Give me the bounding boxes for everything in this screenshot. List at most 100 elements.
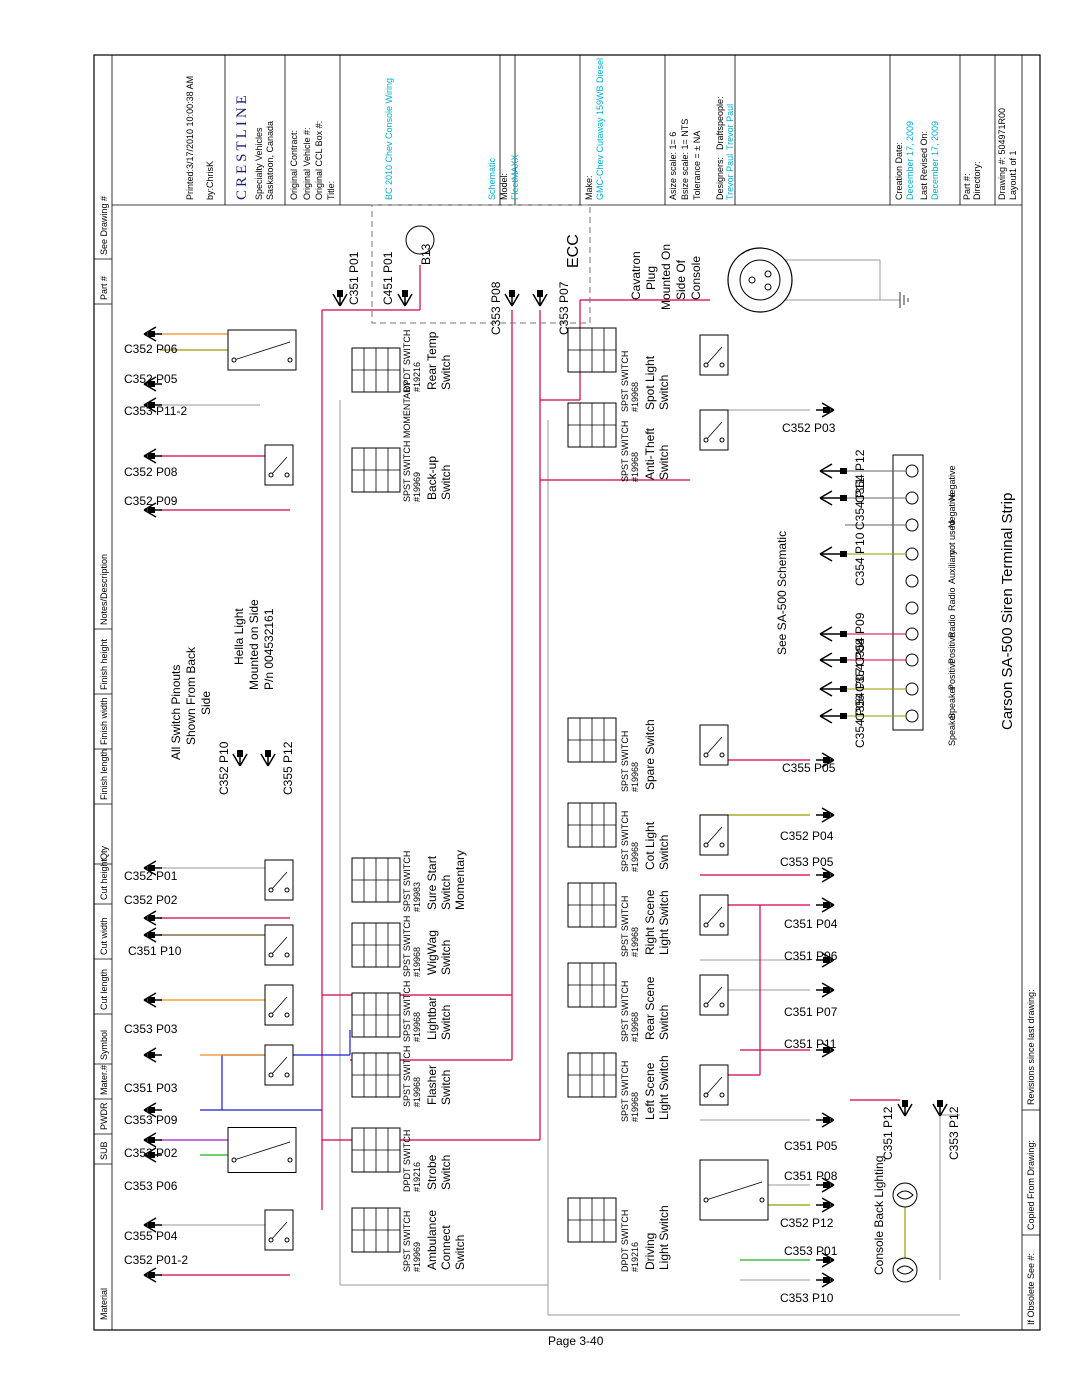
connector-label: C354 P08 bbox=[853, 638, 867, 692]
crestline-logo: CRESTLINE bbox=[234, 92, 250, 200]
siren-terminal bbox=[905, 653, 919, 667]
siren-terminal bbox=[905, 601, 919, 615]
make-value: GMC-Chev Cutaway 159WB Diesel bbox=[595, 58, 605, 200]
switch-part: #19968 bbox=[412, 1012, 422, 1042]
connector: C354 P07 bbox=[819, 667, 867, 721]
cavatron-2: Plug bbox=[644, 266, 658, 290]
switch-name: Anti-Theft bbox=[643, 427, 657, 480]
switch-name: Rear Temp bbox=[425, 331, 439, 390]
part-no-label: Part #: bbox=[962, 173, 972, 200]
connector-label: C351 P07 bbox=[784, 1005, 838, 1019]
switch-name: Driving bbox=[643, 1233, 657, 1270]
original-vehicle: Original Vehicle #: bbox=[302, 127, 312, 200]
connector-label: C353 P08 bbox=[489, 281, 503, 335]
asize-scale: Asize scale: 1= 6 bbox=[668, 132, 678, 200]
connector: C355 P05 bbox=[782, 752, 836, 775]
material-label: Material bbox=[99, 1288, 109, 1320]
directory-label: Directory: bbox=[972, 161, 982, 200]
connector-label: C352 P10 bbox=[217, 741, 231, 795]
cavatron-plug bbox=[727, 247, 909, 313]
connector: C354 P10 bbox=[819, 532, 867, 586]
connector: C351 P07 bbox=[784, 982, 838, 1019]
connector-label: C351 P01 bbox=[347, 251, 361, 305]
switch-name: Cot Light bbox=[643, 821, 657, 870]
draft-name: Trevor Paul bbox=[725, 104, 735, 150]
siren-terminal-label: Speaker bbox=[947, 712, 957, 746]
left-bar-column: Cut length bbox=[99, 969, 109, 1010]
connector-label: C353 P06 bbox=[124, 1179, 178, 1193]
connector: C352 P01 bbox=[124, 860, 178, 883]
connector-label: C354 P06 bbox=[853, 694, 867, 748]
hella-note-2: Mounted on Side bbox=[247, 599, 261, 690]
switch-part: #19968 bbox=[630, 927, 640, 957]
switch-type: DPDT SWITCH bbox=[402, 1130, 412, 1192]
connector-label: C352 P01-2 bbox=[124, 1253, 188, 1267]
switch-symbol bbox=[699, 724, 729, 766]
left-bar-column: Finish length bbox=[99, 749, 109, 800]
original-contract: Original Contract: bbox=[289, 130, 299, 200]
connector-label: C352 P02 bbox=[124, 893, 178, 907]
siren-terminal bbox=[905, 464, 919, 478]
switch-symbol bbox=[699, 1159, 769, 1221]
obsolete-label: If Obsolete See #: bbox=[1026, 1253, 1036, 1325]
switch-name: WigWag bbox=[425, 930, 439, 975]
connector: C353 P01 bbox=[784, 1244, 838, 1268]
cavatron-1: Cavatron bbox=[629, 251, 643, 300]
siren-terminal bbox=[905, 547, 919, 561]
left-bar-column: Finish height bbox=[99, 638, 109, 690]
switch-name: Switch bbox=[439, 355, 453, 390]
connector: C353 P07 bbox=[532, 281, 571, 335]
switch-part: #19968 bbox=[630, 762, 640, 792]
connector: C352 P09 bbox=[124, 494, 178, 518]
switch-name: Left Scene bbox=[643, 1062, 657, 1120]
switch-symbol bbox=[699, 974, 729, 1016]
switch-name: Strobe bbox=[425, 1154, 439, 1190]
layout-number: Layout1 of 1 bbox=[1008, 150, 1018, 200]
switch-type: SPST SWITCH MOMENTARY bbox=[402, 380, 412, 502]
connector: C351 P04 bbox=[784, 897, 838, 931]
designers-label: Designers: bbox=[715, 157, 725, 200]
connector: C351 P06 bbox=[784, 949, 838, 968]
switch-symbol bbox=[264, 859, 294, 901]
siren-terminal bbox=[905, 682, 919, 696]
connector: C352 P06 bbox=[124, 326, 178, 356]
siren-title: Carson SA-500 Siren Terminal Strip bbox=[999, 493, 1016, 730]
tolerance: Tolerance = ± NA bbox=[692, 131, 702, 200]
b13-ring bbox=[405, 225, 435, 255]
siren-terminal-label: Negative bbox=[947, 465, 957, 501]
connector: C353 P03 bbox=[124, 992, 178, 1036]
connector-label: C354 P12 bbox=[853, 449, 867, 503]
last-revised-label: Last Revised On: bbox=[919, 131, 929, 200]
switch-type: SPST SWITCH bbox=[402, 1046, 412, 1107]
switch-part: #19968 bbox=[412, 1077, 422, 1107]
switch-type: SPST SWITCH bbox=[620, 896, 630, 957]
switch-type: SPST SWITCH bbox=[620, 421, 630, 482]
connector: C451 P01 bbox=[381, 251, 413, 307]
switch-name: Switch bbox=[657, 835, 671, 870]
switch-name: Connect bbox=[439, 1225, 453, 1270]
connector: C351 P12 bbox=[881, 1100, 913, 1160]
connector-label: C353 P11-2 bbox=[124, 404, 187, 418]
connector-label: C352 P08 bbox=[124, 465, 178, 479]
siren-terminal-label: Negative bbox=[947, 492, 957, 528]
title-label: Title: bbox=[326, 181, 336, 200]
left-bar-column: Mater.# bbox=[99, 1065, 109, 1095]
hella-note-1: Hella Light bbox=[232, 608, 246, 665]
connector-label: C351 P05 bbox=[784, 1139, 838, 1153]
